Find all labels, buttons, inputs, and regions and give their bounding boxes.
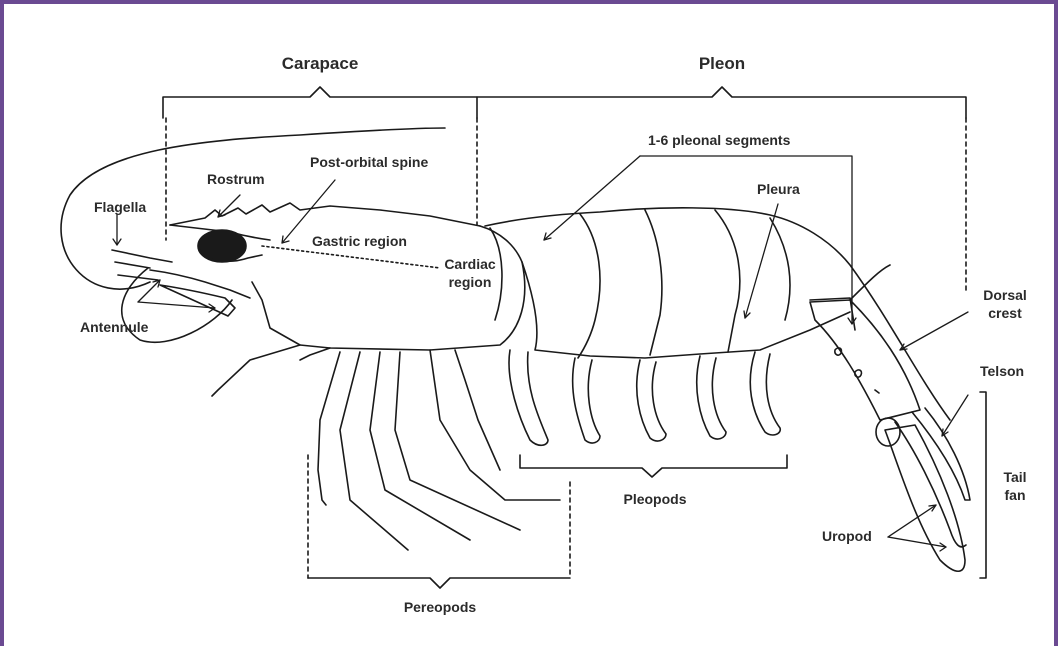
antennal-scale bbox=[112, 250, 172, 280]
tail-fan-bracket bbox=[980, 392, 986, 578]
uropod-base bbox=[876, 418, 900, 446]
sixth-segment-markings bbox=[835, 348, 879, 393]
telson bbox=[912, 408, 970, 500]
cardiac-region-label: Cardiac region bbox=[435, 255, 505, 291]
carapace-label: Carapace bbox=[245, 55, 395, 73]
gastric-region-label: Gastric region bbox=[312, 232, 407, 250]
dorsal-crest-label-line2: crest bbox=[975, 304, 1035, 322]
tail-fan-label-line1: Tail bbox=[995, 468, 1035, 486]
cardiac-region-label-line1: Cardiac bbox=[435, 255, 505, 273]
post-orbital-spine-label: Post-orbital spine bbox=[310, 153, 428, 171]
sixth-segment bbox=[810, 300, 920, 420]
pleon-label: Pleon bbox=[662, 55, 782, 73]
antennule-label: Antennule bbox=[80, 318, 148, 336]
uropod-inner bbox=[895, 422, 966, 547]
pleonal-segments-label: 1-6 pleonal segments bbox=[648, 131, 790, 149]
pleopod-legs bbox=[509, 350, 780, 445]
leader-arrows bbox=[113, 156, 968, 551]
pereopods-label: Pereopods bbox=[385, 598, 495, 616]
dorsal-crest-label: Dorsal crest bbox=[975, 286, 1035, 322]
tail-fan-label: Tail fan bbox=[995, 468, 1035, 504]
telson-label: Telson bbox=[980, 362, 1024, 380]
cardiac-region-label-line2: region bbox=[435, 273, 505, 291]
pleon-segments bbox=[485, 208, 950, 420]
pleopods-bracket bbox=[520, 455, 787, 477]
compound-eye bbox=[198, 230, 246, 262]
rostrum bbox=[170, 203, 480, 226]
uropod-outer bbox=[885, 425, 965, 571]
head-appendages bbox=[150, 270, 250, 316]
uropod-label: Uropod bbox=[822, 527, 872, 545]
pleon-bracket bbox=[477, 87, 966, 292]
tail-fan-label-line2: fan bbox=[995, 486, 1035, 504]
pereopod-legs bbox=[212, 345, 560, 550]
dorsal-crest-label-line1: Dorsal bbox=[975, 286, 1035, 304]
rostrum-label: Rostrum bbox=[207, 170, 265, 188]
pleura-label: Pleura bbox=[757, 180, 800, 198]
flagella-label: Flagella bbox=[94, 198, 146, 216]
pleopods-label: Pleopods bbox=[600, 490, 710, 508]
